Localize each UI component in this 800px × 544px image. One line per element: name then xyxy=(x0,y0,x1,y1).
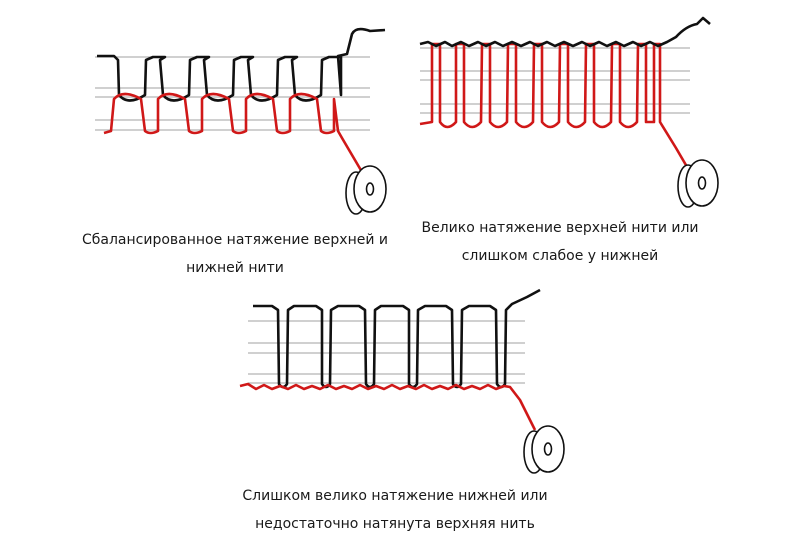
upper-thread xyxy=(97,27,386,102)
caption-upper-too-tight: Велико натяжение верхней нити или слишко… xyxy=(400,214,720,270)
bobbin xyxy=(677,159,719,208)
diagram-upper-too-tight xyxy=(419,16,719,208)
caption-line: Слишком велико натяжение нижней или xyxy=(242,488,548,504)
bobbin xyxy=(345,165,387,215)
caption-line: Сбалансированное натяжение верхней и xyxy=(82,232,388,248)
fabric-layers xyxy=(248,320,525,384)
lower-thread xyxy=(239,382,537,431)
diagram-balanced xyxy=(95,27,387,215)
upper-thread xyxy=(419,16,711,48)
caption-lower-too-tight: Слишком велико натяжение нижней или недо… xyxy=(215,482,575,538)
bobbin xyxy=(523,425,565,474)
upper-thread xyxy=(253,288,541,389)
caption-line: недостаточно натянута верхняя нить xyxy=(255,516,535,532)
caption-line: Велико натяжение верхней нити или xyxy=(421,220,699,236)
fabric-layers xyxy=(420,47,690,114)
lower-thread xyxy=(103,92,364,173)
diagram-lower-too-tight xyxy=(239,288,565,474)
caption-line: слишком слабое у нижней xyxy=(461,248,659,264)
lower-thread xyxy=(419,42,692,173)
caption-balanced: Сбалансированное натяжение верхней и ниж… xyxy=(60,226,410,282)
caption-line: нижней нити xyxy=(186,260,284,276)
